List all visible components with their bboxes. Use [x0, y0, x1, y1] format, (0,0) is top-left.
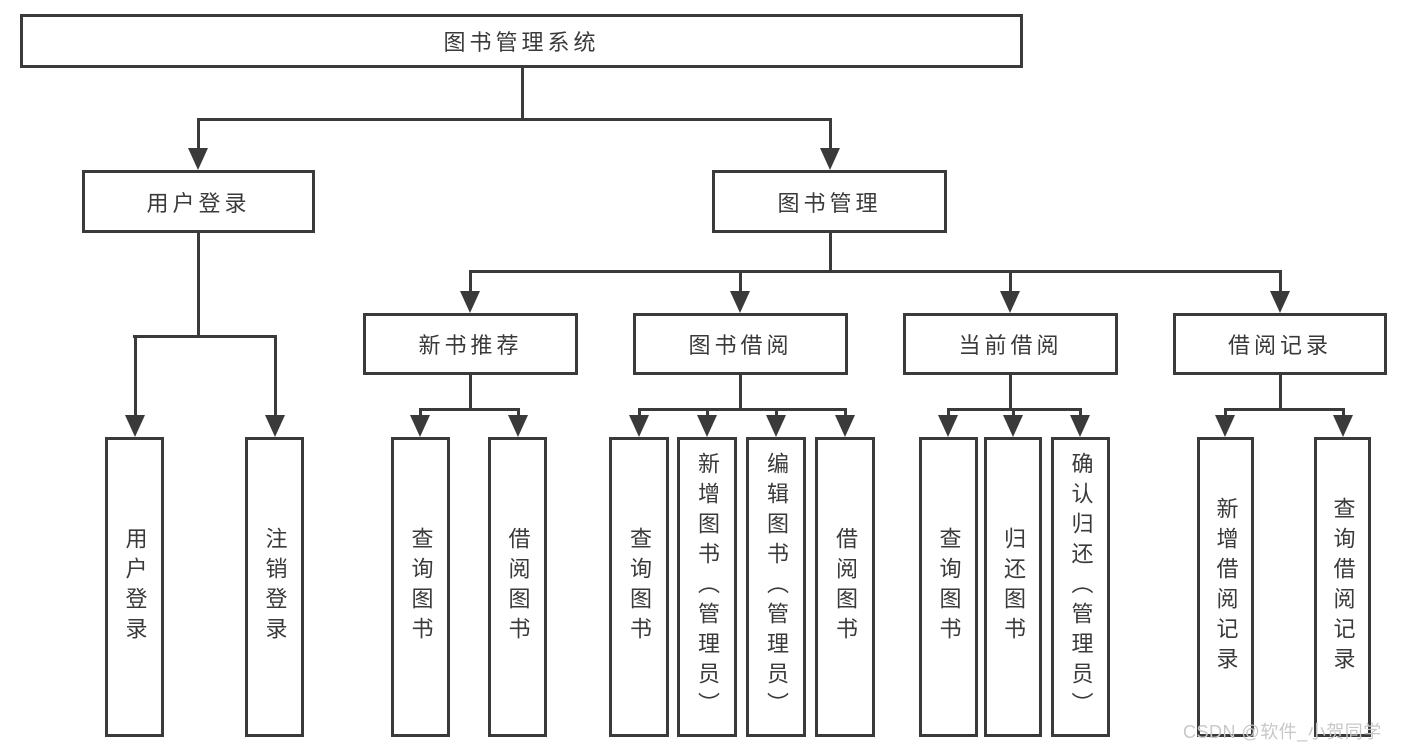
arrow-down-icon [508, 408, 528, 437]
leaf-add-borrow-record: 新增借阅记录 [1197, 437, 1254, 737]
arrow-down-icon [938, 408, 958, 437]
leaf-logout: 注销登录 [245, 437, 304, 737]
arrow-down-icon [766, 408, 786, 437]
connector-login-stem [197, 233, 200, 338]
leaf-edit-books-admin: 编辑图书（管理员） [746, 437, 806, 737]
connector-records-hline [1225, 408, 1344, 411]
arrow-down-icon [460, 270, 480, 313]
leaf-query-books: 查询图书 [391, 437, 450, 737]
leaf-add-books-admin: 新增图书（管理员） [677, 437, 737, 737]
connector-mgmt-stem [829, 233, 832, 273]
leaf-query-books: 查询图书 [609, 437, 669, 737]
arrow-down-icon [629, 408, 649, 437]
csdn-watermark: CSDN @软件_小贺同学 [1183, 722, 1382, 742]
leaf-borrow-books: 借阅图书 [488, 437, 547, 737]
connector-borrow-stem [739, 375, 742, 411]
connector-root-stem [521, 68, 524, 121]
arrow-down-icon [820, 118, 840, 170]
node-root-system: 图书管理系统 [20, 14, 1023, 68]
arrow-down-icon [1070, 408, 1090, 437]
connector-current-stem [1009, 375, 1012, 411]
arrow-down-icon [835, 408, 855, 437]
arrow-down-icon [1215, 408, 1235, 437]
arrow-down-icon [1270, 270, 1290, 313]
arrow-down-icon [1000, 270, 1020, 313]
arrow-down-icon [730, 270, 750, 313]
connector-recommend-stem [469, 375, 472, 411]
arrow-down-icon [410, 408, 430, 437]
node-user-login: 用户登录 [82, 170, 315, 233]
connector-login-hline [133, 335, 276, 338]
arrow-down-icon [188, 118, 208, 170]
leaf-query-books: 查询图书 [919, 437, 978, 737]
node-book-borrowing: 图书借阅 [633, 313, 848, 375]
connector-mgmt-hline [469, 270, 1282, 273]
arrow-down-icon [1003, 408, 1023, 437]
connector-records-stem [1279, 375, 1282, 411]
arrow-down-icon [697, 408, 717, 437]
arrow-down-icon [1333, 408, 1353, 437]
leaf-user-login: 用户登录 [105, 437, 164, 737]
connector-recommend-hline [419, 408, 519, 411]
node-book-management: 图书管理 [712, 170, 947, 233]
connector-root-hline [197, 118, 832, 121]
leaf-query-borrow-record: 查询借阅记录 [1314, 437, 1371, 737]
arrow-down-icon [125, 335, 145, 437]
leaf-confirm-return-admin: 确认归还（管理员） [1051, 437, 1110, 737]
connector-borrow-hline [638, 408, 847, 411]
leaf-return-books: 归还图书 [984, 437, 1042, 737]
arrow-down-icon [265, 335, 285, 437]
node-new-book-recommend: 新书推荐 [363, 313, 578, 375]
node-current-borrowing: 当前借阅 [903, 313, 1118, 375]
leaf-borrow-books: 借阅图书 [815, 437, 875, 737]
node-borrowing-records: 借阅记录 [1173, 313, 1387, 375]
